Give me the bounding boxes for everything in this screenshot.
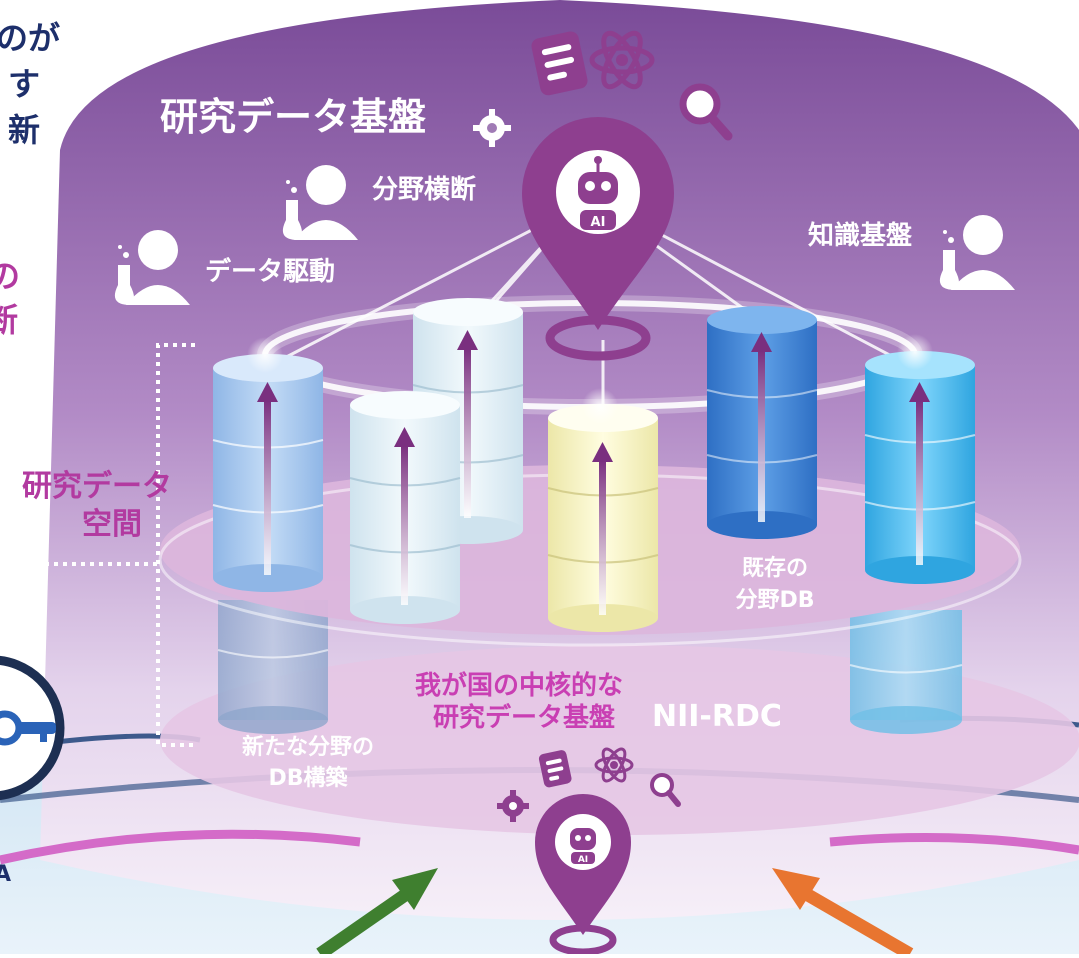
label-core-line1: 我が国の中核的な [415, 671, 624, 701]
ai-robot-icon [578, 156, 618, 230]
green-arrow [316, 868, 438, 958]
page-title: 研究データ基盤 [160, 95, 427, 139]
label-research-space-line1: 研究データ [22, 469, 172, 504]
bracket-dotted [156, 343, 195, 747]
person-scientist-icon [114, 230, 190, 305]
atom-icon [594, 747, 634, 783]
ai-badge-top: AI [591, 215, 606, 230]
orange-arrow [772, 868, 914, 958]
person-scientist-icon [939, 215, 1015, 290]
key-icon [0, 655, 65, 801]
flow-band-pink-right [829, 833, 1079, 855]
person-scientist-icon [282, 165, 358, 240]
cropped-text-line2: す [8, 65, 41, 103]
label-nii-rdc: NII-RDC [652, 699, 782, 734]
label-cross-field: 分野横断 [372, 175, 477, 205]
cropped-text-bottom: A [0, 862, 12, 887]
cropped-pink-line1: の [0, 257, 21, 295]
label-data-driven: データ駆動 [205, 257, 336, 287]
label-existing-db-line2: 分野DB [735, 588, 815, 613]
label-new-db-line1: 新たな分野の [241, 735, 374, 760]
document-icon [538, 750, 572, 788]
label-existing-db-line1: 既存の [741, 556, 808, 581]
label-knowledge-base: 知識基盤 [808, 221, 913, 251]
flow-band-pink-left [0, 829, 361, 865]
document-icon [531, 31, 588, 96]
gear-icon [497, 790, 529, 822]
lower-platform [160, 645, 1079, 835]
growth-arrows [257, 330, 930, 615]
existing-db-cylinder-ghost [849, 610, 963, 734]
gear-icon [473, 109, 511, 147]
cropped-pink-line2: 断 [0, 301, 19, 339]
magnifier-icon [650, 773, 681, 807]
label-core-line2: 研究データ基盤 [433, 703, 616, 733]
label-research-space-line2: 空間 [82, 507, 142, 542]
location-pin-icon [535, 794, 631, 956]
label-new-db-line2: DB構築 [268, 766, 348, 791]
new-db-cylinder-ghost [217, 600, 329, 734]
magnifier-icon [679, 83, 733, 141]
cropped-text-line1: のが [0, 19, 61, 57]
cropped-text-line3: 新 [8, 111, 41, 149]
ai-badge-bottom: AI [578, 855, 588, 865]
